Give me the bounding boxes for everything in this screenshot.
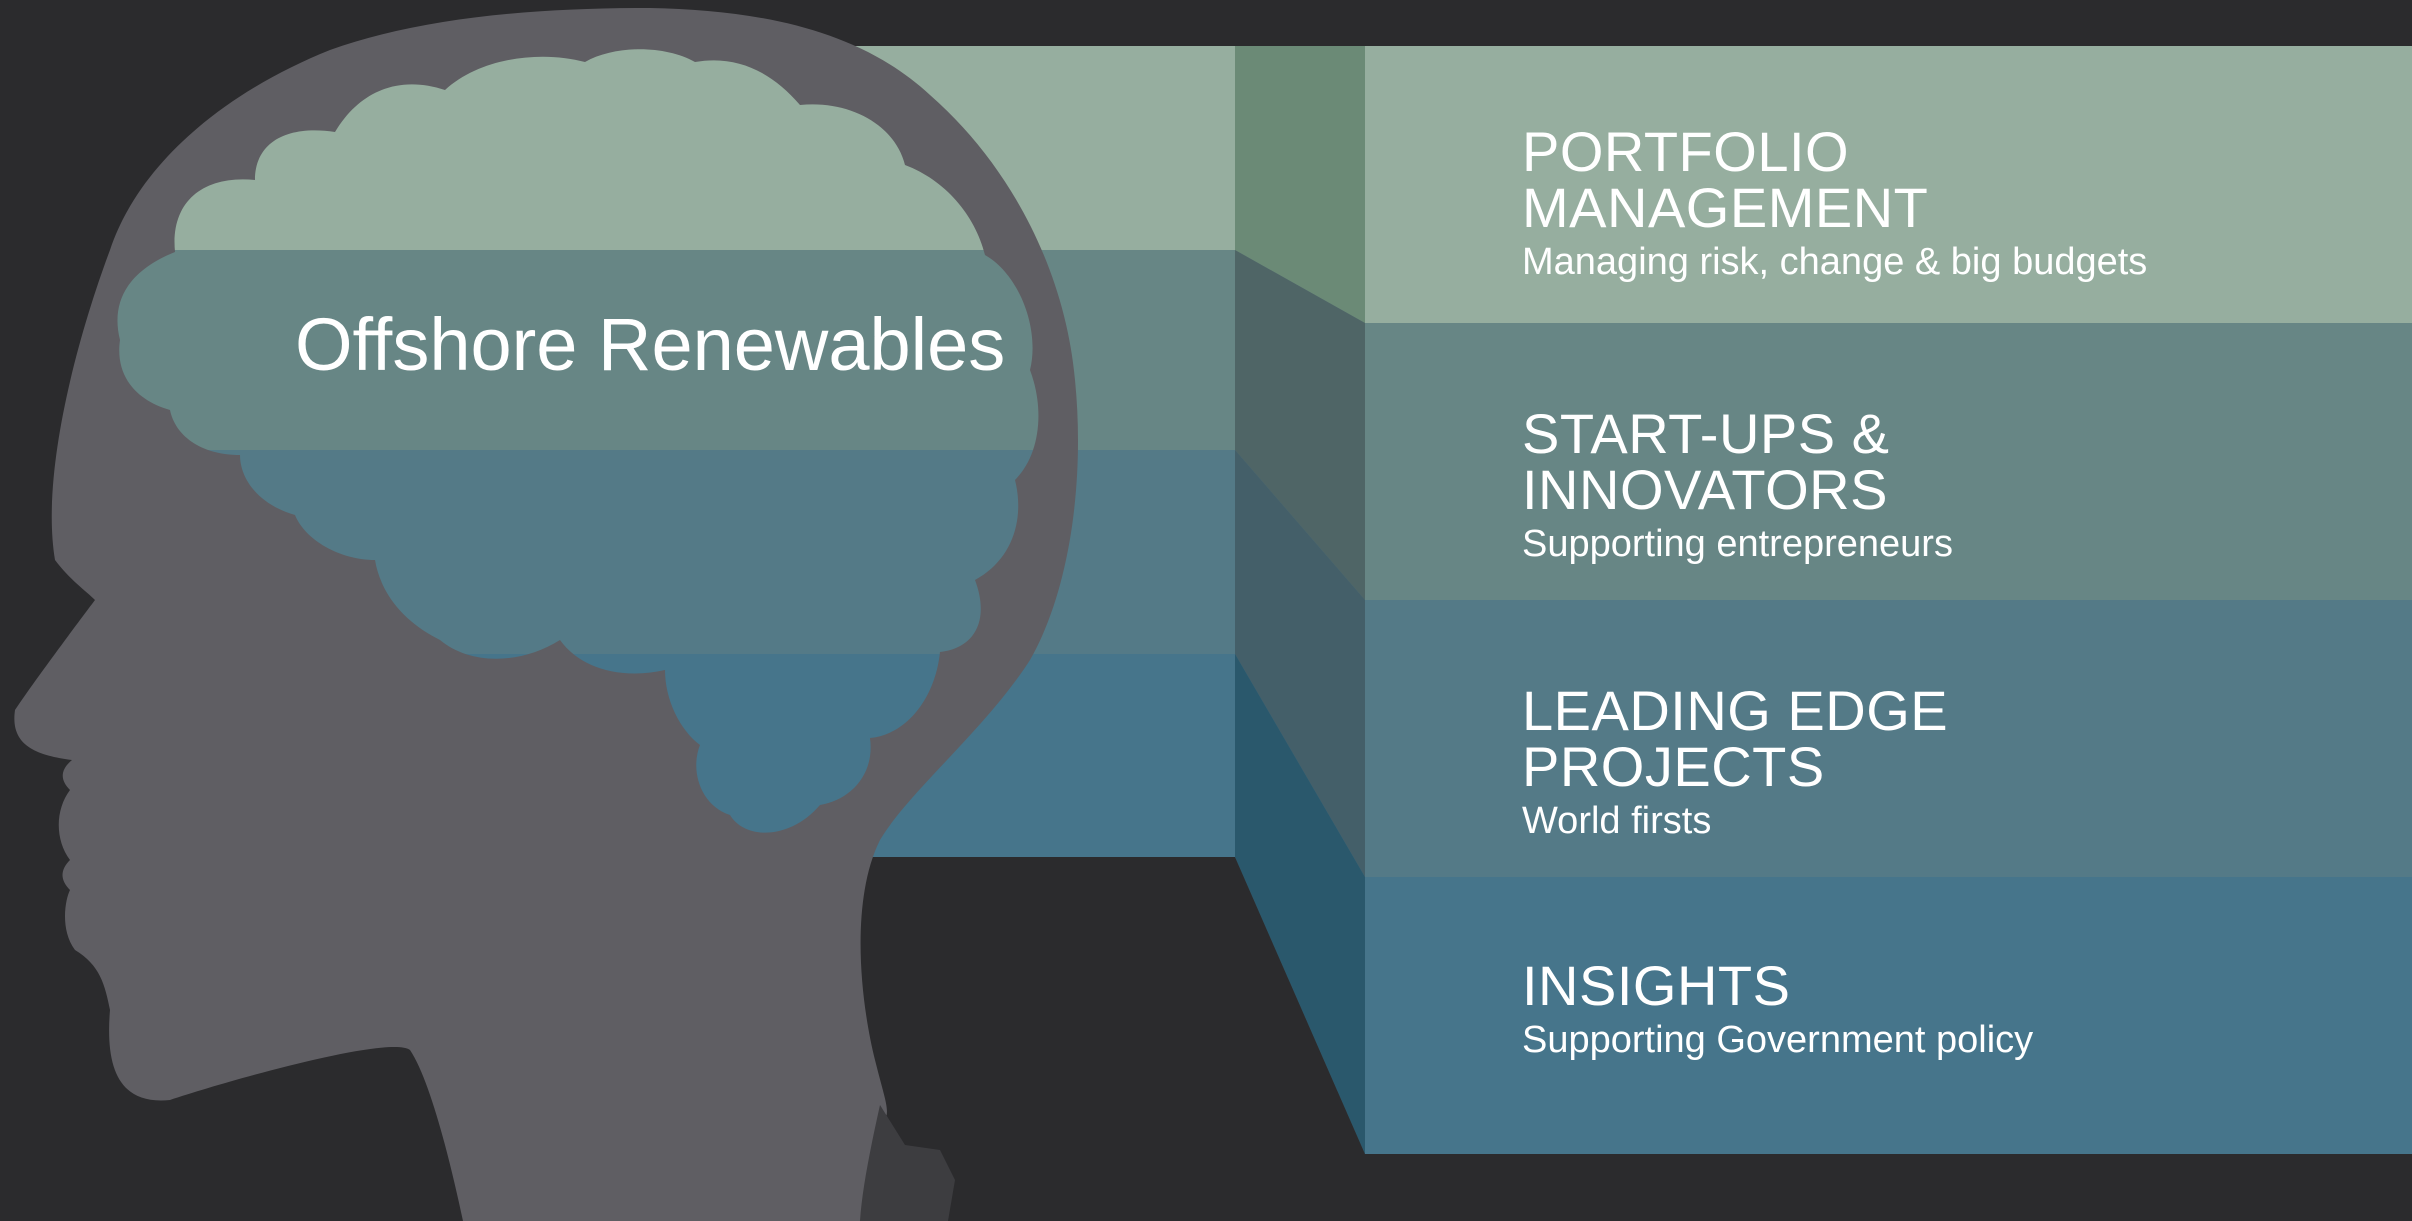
layer-title: INSIGHTS — [1522, 954, 1791, 1017]
layer-subtitle: Supporting entrepreneurs — [1522, 523, 1953, 565]
layer-subtitle: Managing risk, change & big budgets — [1522, 241, 2148, 283]
layer-subtitle: Supporting Government policy — [1522, 1019, 2034, 1061]
layer-portfolio-management: PORTFOLIO MANAGEMENT Managing risk, chan… — [1522, 124, 2147, 284]
neck-shadow — [860, 1105, 955, 1221]
layer-subtitle: World firsts — [1522, 800, 1712, 842]
layer-startups-innovators: START-UPS & INNOVATORS Supporting entrep… — [1522, 406, 1953, 566]
layer-leading-edge-projects: LEADING EDGE PROJECTS World firsts — [1522, 683, 1948, 843]
side-portfolio — [1235, 46, 1365, 323]
layer-insights: INSIGHTS Supporting Government policy — [1522, 958, 2033, 1062]
layer-title: LEADING EDGE PROJECTS — [1522, 679, 1949, 798]
layer-title: PORTFOLIO MANAGEMENT — [1522, 120, 1929, 239]
brain-label: Offshore Renewables — [295, 303, 1006, 386]
side-startups — [1235, 250, 1365, 600]
layer-title: START-UPS & INNOVATORS — [1522, 402, 1890, 521]
side-leading-edge — [1235, 450, 1365, 877]
side-insights — [1235, 654, 1365, 1154]
